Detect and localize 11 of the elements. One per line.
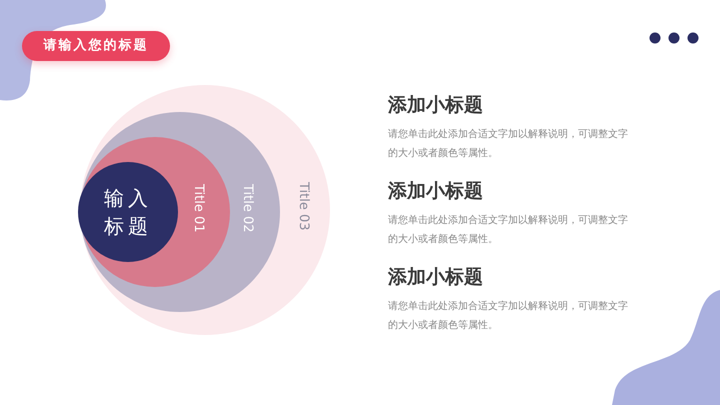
circle-label: 输入标题 (103, 185, 153, 240)
circle-label: Title 01 (191, 184, 206, 233)
body-text: 请您单击此处添加合适文字加以解释说明，可调整文字的大小或者颜色等属性。 (388, 300, 628, 333)
subheading: 添加小标题 (388, 93, 483, 118)
title-badge: 请输入您的标题 (22, 31, 170, 61)
subheading: 添加小标题 (388, 265, 483, 290)
body-text: 请您单击此处添加合适文字加以解释说明，可调整文字的大小或者颜色等属性。 (388, 128, 628, 161)
body-text: 请您单击此处添加合适文字加以解释说明，可调整文字的大小或者颜色等属性。 (388, 214, 628, 247)
circle-label: Title 02 (240, 184, 255, 233)
subheading: 添加小标题 (388, 179, 483, 204)
circle-label: Title 03 (296, 182, 311, 231)
